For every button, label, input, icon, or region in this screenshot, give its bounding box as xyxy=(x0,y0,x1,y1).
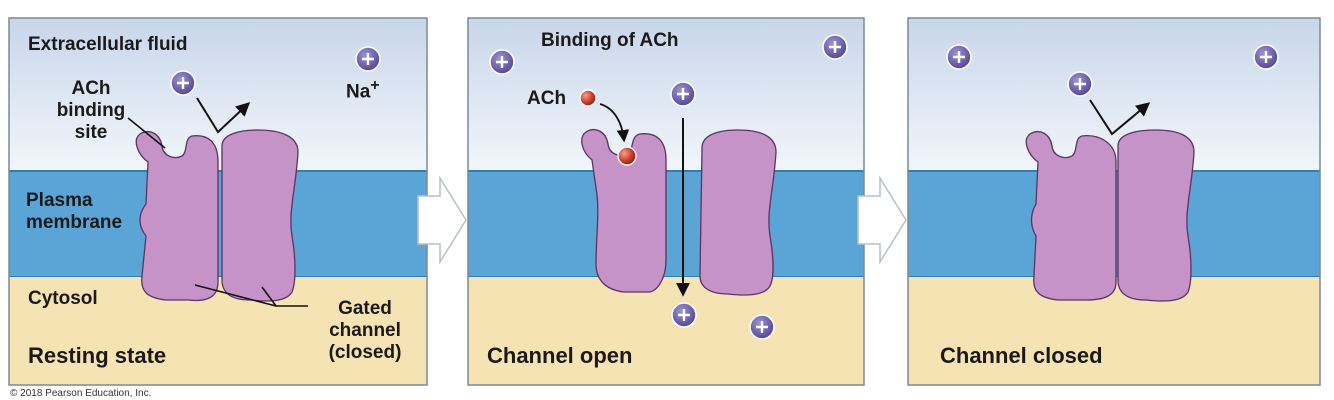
extracellular-fluid-label: Extracellular fluid xyxy=(28,34,188,55)
plus-circle-icon xyxy=(170,70,196,96)
plus-circle-icon xyxy=(749,314,775,340)
channel-open-label: Channel open xyxy=(487,343,633,368)
plus-circle-icon xyxy=(670,81,696,107)
ion-blocked-arrow xyxy=(1089,99,1151,136)
channel-subunit-left xyxy=(135,131,219,302)
ach-binding-arrow xyxy=(599,103,630,143)
plus-circle-icon xyxy=(355,46,381,72)
channel-subunit-right xyxy=(699,129,777,296)
panel-open xyxy=(467,17,865,386)
extracellular-region xyxy=(468,18,864,171)
plus-circle-icon xyxy=(1253,44,1279,70)
cytosol-region xyxy=(468,277,864,385)
panel-closed xyxy=(907,17,1321,386)
channel-subunit-right xyxy=(1117,129,1195,302)
ion-blocked-arrow xyxy=(196,97,251,134)
panel-resting xyxy=(8,17,428,386)
channel-pointer-2 xyxy=(261,286,308,307)
cytosol-region xyxy=(908,277,1320,385)
plus-circle-icon xyxy=(1067,71,1093,97)
cytosol-label: Cytosol xyxy=(28,288,98,309)
copyright-notice: © 2018 Pearson Education, Inc. xyxy=(10,388,152,399)
outline-right-arrow-icon xyxy=(417,175,467,265)
plasma-membrane-label: Plasma membrane xyxy=(26,190,123,233)
extracellular-region xyxy=(9,18,427,171)
resting-state-label: Resting state xyxy=(28,343,167,368)
ach-site-pointer xyxy=(127,117,166,149)
binding-of-ach-title: Binding of ACh xyxy=(541,30,679,51)
channel-subunit-left xyxy=(1025,131,1117,301)
red-sphere-icon xyxy=(579,89,597,107)
channel-subunit-left xyxy=(581,129,667,293)
cytosol-region xyxy=(9,277,427,385)
sodium-ion-label: Na+ xyxy=(346,77,380,103)
ach-label: ACh xyxy=(527,88,567,109)
red-sphere-icon xyxy=(617,146,637,166)
channel-pointer-1 xyxy=(194,284,277,307)
channel-closed-label: Channel closed xyxy=(940,343,1103,368)
ach-binding-site-label: ACh binding site xyxy=(56,78,126,143)
gated-channel-label: Gated channel (closed) xyxy=(328,298,402,363)
panel-border xyxy=(907,17,1321,386)
plus-circle-icon xyxy=(946,44,972,70)
plus-circle-icon xyxy=(671,302,697,328)
channel-subunit-right xyxy=(221,129,299,302)
plus-circle-icon xyxy=(489,49,515,75)
outline-right-arrow-icon xyxy=(857,175,907,265)
extracellular-region xyxy=(908,18,1320,171)
plus-circle-icon xyxy=(822,34,848,60)
